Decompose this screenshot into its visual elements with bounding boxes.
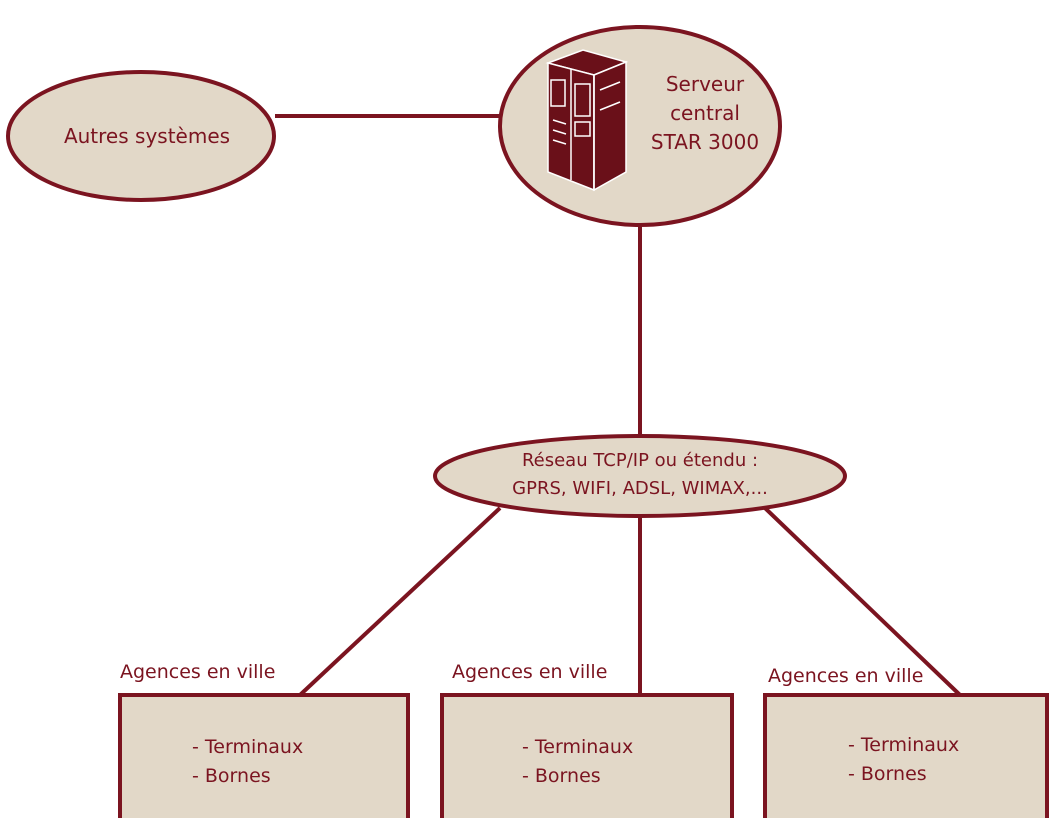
agency-1-item-2: - Bornes (192, 765, 271, 787)
agency-3-item-2: - Bornes (848, 763, 927, 785)
agency-1: Agences en ville - Terminaux - Bornes (118, 661, 410, 818)
agency-3: Agences en ville - Terminaux - Bornes (763, 665, 1049, 818)
connector-network-to-agency-1 (298, 506, 502, 697)
network-label-line-2: GPRS, WIFI, ADSL, WIMAX,... (512, 478, 768, 499)
agency-2-item-1: - Terminaux (522, 736, 633, 758)
server-node (498, 25, 782, 227)
server-label-line-1: Serveur (666, 72, 745, 96)
network-label-line-1: Réseau TCP/IP ou étendu : (522, 450, 758, 471)
network-node (433, 434, 847, 518)
agency-1-title: Agences en ville (120, 661, 275, 683)
other-systems-node (6, 70, 276, 202)
agency-3-title: Agences en ville (768, 665, 923, 687)
agency-2: Agences en ville - Terminaux - Bornes (440, 661, 734, 818)
agency-3-item-1: - Terminaux (848, 734, 959, 756)
agency-2-item-2: - Bornes (522, 765, 601, 787)
server-label-line-2: central (670, 101, 740, 125)
agency-1-item-1: - Terminaux (192, 736, 303, 758)
connector-network-to-agency-3 (763, 506, 962, 697)
other-systems-label: Autres systèmes (64, 124, 230, 148)
server-tower-icon (545, 49, 629, 192)
server-label-line-3: STAR 3000 (651, 130, 759, 154)
agency-2-title: Agences en ville (452, 661, 607, 683)
